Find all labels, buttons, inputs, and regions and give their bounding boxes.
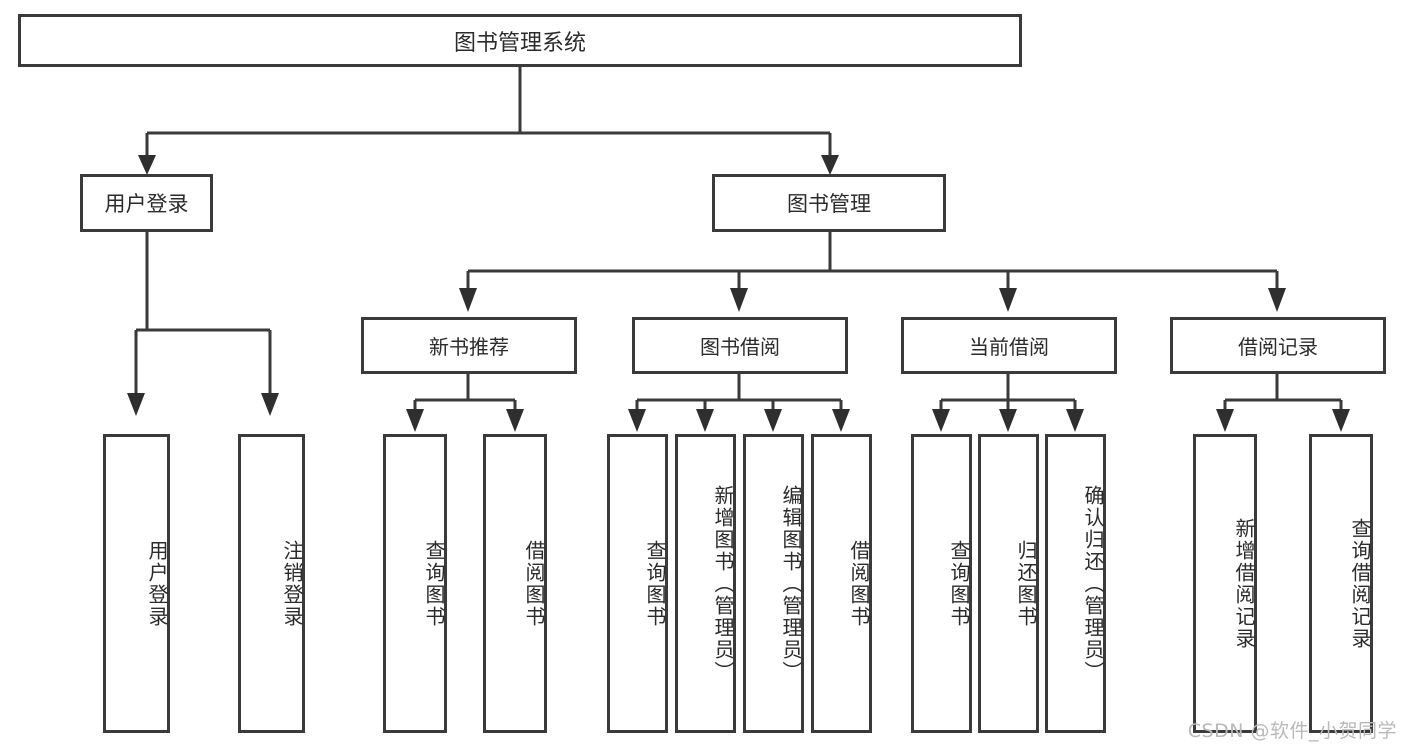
node-new-book-recommend[interactable]: 新书推荐	[361, 317, 577, 374]
node-root-library-system[interactable]: 图书管理系统	[18, 14, 1022, 67]
node-current-borrow[interactable]: 当前借阅	[901, 317, 1117, 374]
arrowhead-leaf-user-login	[127, 393, 145, 416]
leaf-cb-confirm-return-admin[interactable]: 确认归还（管理员）	[1045, 434, 1106, 733]
leaf-cb-query-book[interactable]: 查询图书	[911, 434, 972, 733]
leaf-bb-query-book-label: 查询图书	[643, 539, 667, 628]
leaf-cb-return-book-label: 归还图书	[1014, 539, 1038, 628]
leaf-cb-return-book[interactable]: 归还图书	[978, 434, 1039, 733]
node-borrow-record[interactable]: 借阅记录	[1170, 317, 1386, 374]
leaf-bb-borrow-book-label: 借阅图书	[847, 539, 871, 628]
leaf-logout[interactable]: 注销登录	[238, 434, 305, 733]
leaf-bb-edit-book-admin-label: 编辑图书（管理员）	[779, 484, 803, 683]
node-book-borrow-label: 图书借阅	[700, 335, 780, 359]
arrowhead-borrow-record	[1268, 288, 1286, 312]
arrowhead-book-borrow	[730, 288, 748, 312]
leaf-logout-label: 注销登录	[280, 539, 304, 628]
leaf-nbr-borrow-book[interactable]: 借阅图书	[483, 434, 547, 733]
node-new-book-recommend-label: 新书推荐	[429, 335, 509, 359]
arrowhead-bb-leaf-3	[764, 409, 782, 432]
leaf-br-query-record[interactable]: 查询借阅记录	[1309, 434, 1373, 733]
leaf-user-login-label: 用户登录	[145, 539, 169, 628]
arrowhead-leaf-logout	[261, 393, 279, 416]
node-current-borrow-label: 当前借阅	[969, 335, 1049, 359]
leaf-user-login[interactable]: 用户登录	[103, 434, 170, 733]
leaf-br-add-record-label: 新增借阅记录	[1232, 517, 1256, 650]
leaf-nbr-query-book[interactable]: 查询图书	[383, 434, 447, 733]
arrowhead-cb-leaf-3	[1066, 409, 1084, 432]
arrowhead-bb-leaf-4	[832, 409, 850, 432]
csdn-watermark: CSDN @软件_小贺同学	[1187, 720, 1397, 742]
leaf-bb-add-book-admin[interactable]: 新增图书（管理员）	[675, 434, 736, 733]
arrowhead-nbr-leaf-2	[506, 409, 524, 432]
leaf-br-add-record[interactable]: 新增借阅记录	[1193, 434, 1257, 733]
node-book-management[interactable]: 图书管理	[712, 174, 946, 232]
leaf-cb-confirm-return-admin-label: 确认归还（管理员）	[1081, 484, 1105, 683]
leaf-nbr-query-book-label: 查询图书	[422, 539, 446, 628]
leaf-cb-query-book-label: 查询图书	[947, 539, 971, 628]
arrowhead-cb-leaf-2	[999, 409, 1017, 432]
arrowhead-book-mgmt	[821, 155, 839, 175]
arrowhead-user-login	[138, 155, 156, 175]
node-root-label: 图书管理系统	[453, 30, 586, 56]
arrowhead-cb-leaf-1	[932, 409, 950, 432]
arrowhead-new-book-recommend	[459, 288, 477, 312]
leaf-bb-add-book-admin-label: 新增图书（管理员）	[711, 484, 735, 683]
leaf-nbr-borrow-book-label: 借阅图书	[522, 539, 546, 628]
leaf-bb-borrow-book[interactable]: 借阅图书	[811, 434, 872, 733]
arrowhead-bb-leaf-1	[628, 409, 646, 432]
node-book-management-label: 图书管理	[787, 192, 871, 216]
leaf-br-query-record-label: 查询借阅记录	[1348, 517, 1372, 650]
arrowhead-bb-leaf-2	[696, 409, 714, 432]
arrowhead-br-leaf-1	[1216, 409, 1234, 432]
arrowhead-current-borrow	[999, 288, 1017, 312]
node-user-login[interactable]: 用户登录	[80, 174, 213, 232]
leaf-bb-edit-book-admin[interactable]: 编辑图书（管理员）	[743, 434, 804, 733]
arrowhead-nbr-leaf-1	[406, 409, 424, 432]
arrowhead-br-leaf-2	[1332, 409, 1350, 432]
leaf-bb-query-book[interactable]: 查询图书	[607, 434, 668, 733]
node-user-login-label: 用户登录	[104, 192, 189, 216]
node-borrow-record-label: 借阅记录	[1238, 335, 1318, 359]
node-book-borrow[interactable]: 图书借阅	[632, 317, 848, 374]
